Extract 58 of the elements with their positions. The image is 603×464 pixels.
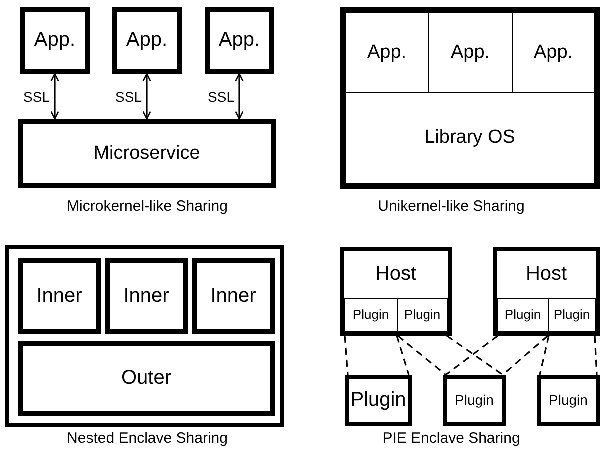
box-label: Library OS — [424, 126, 516, 150]
box-label: Plugin — [455, 392, 494, 410]
host-box — [493, 247, 600, 336]
inner-enclave-box — [105, 258, 188, 334]
app-cell — [345, 12, 429, 93]
box-label: Inner — [36, 284, 82, 308]
panel-caption: Microkernel-like Sharing — [67, 198, 228, 217]
edge-label: SSL — [116, 90, 142, 104]
box-label: Host — [375, 262, 417, 287]
panel-caption: Unikernel-like Sharing — [378, 198, 525, 217]
box-label: Plugin — [350, 388, 406, 413]
box-label: App. — [126, 28, 168, 53]
unikernel-frame — [340, 7, 600, 189]
box-label: Plugin — [554, 306, 590, 324]
box-label: Plugin — [549, 392, 588, 410]
app-box — [20, 7, 90, 74]
box-label: App. — [218, 28, 260, 53]
edge-label: SSL — [24, 90, 50, 104]
edge-label: SSL — [208, 90, 234, 104]
box-label: Plugin — [404, 306, 441, 324]
plugin-cell — [397, 298, 448, 332]
plugin-cell — [497, 298, 549, 332]
outer-enclave-box — [18, 341, 275, 416]
box-label: Outer — [121, 366, 172, 391]
box-label: Inner — [124, 284, 170, 308]
library-os-layer — [345, 92, 595, 184]
inner-enclave-box — [192, 258, 275, 334]
host-box — [340, 247, 452, 336]
plugin-box — [345, 375, 412, 426]
panel-caption: Nested Enclave Sharing — [67, 430, 228, 449]
dashed-line — [539, 336, 550, 376]
dashed-line — [344, 336, 349, 376]
box-label: App. — [450, 40, 490, 64]
service-box — [18, 119, 276, 188]
dashed-line — [398, 335, 446, 376]
plugin-cell — [344, 298, 398, 332]
box-label: App. — [367, 40, 407, 64]
app-box — [205, 7, 274, 74]
app-cell — [512, 12, 595, 93]
enclave-frame — [5, 245, 284, 427]
double-arrow — [142, 73, 152, 120]
app-box — [112, 7, 182, 74]
plugin-cell — [548, 298, 596, 332]
inner-enclave-box — [18, 258, 101, 334]
panel-caption: PIE Enclave Sharing — [382, 430, 520, 449]
dashed-line — [594, 336, 598, 376]
plugin-box — [443, 375, 506, 426]
box-label: Host — [526, 262, 568, 287]
box-label: Plugin — [352, 306, 390, 324]
box-label: Plugin — [504, 306, 542, 324]
box-label: App. — [534, 40, 574, 64]
double-arrow — [50, 73, 60, 120]
dashed-line — [396, 336, 410, 376]
box-label: App. — [34, 28, 76, 53]
plugin-box — [537, 375, 600, 426]
double-arrow — [235, 73, 244, 120]
box-label: Inner — [210, 284, 256, 308]
box-label: Microservice — [94, 142, 200, 166]
